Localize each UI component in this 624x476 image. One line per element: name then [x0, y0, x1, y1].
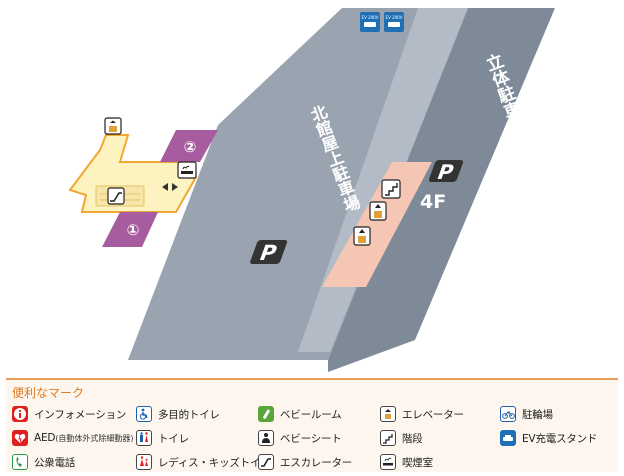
entrance-1-number: ① [127, 221, 140, 239]
legend-item-stairs: 階段 [380, 428, 423, 448]
escalator-icon [107, 187, 125, 205]
legend-title: 便利なマーク [12, 386, 85, 400]
stairs-icon [380, 430, 396, 446]
parking-badge-north: P [250, 240, 288, 266]
info-icon [12, 406, 28, 422]
smoking-room-icon [380, 454, 396, 470]
svg-text:EV 200V: EV 200V [386, 15, 403, 20]
multilevel-parking-area [328, 8, 555, 372]
entrance-door-arrow [172, 183, 178, 191]
legend-item-ladies-kids-toilet: レディス・キッズトイレ [136, 452, 271, 472]
escalator-icon [258, 454, 274, 470]
entrance-2-number: ② [184, 138, 197, 156]
legend-item-elevator: エレベーター [380, 404, 464, 424]
svg-text:EV 200V: EV 200V [362, 15, 379, 20]
elevator-stairs-zone [322, 162, 432, 287]
baby-seat-icon [258, 430, 274, 446]
elevator-icon [380, 406, 396, 422]
legend-item-baby-seat: ベビーシート [258, 428, 342, 448]
accessible-toilet-icon [136, 406, 152, 422]
toilet-icon [136, 430, 152, 446]
legend-item-bicycle-parking: 駐輪場 [500, 404, 553, 424]
elevator-icon [353, 226, 371, 246]
legend-item-accessible-toilet: 多目的トイレ [136, 404, 220, 424]
baby-room-icon [258, 406, 274, 422]
phone-icon [12, 454, 28, 470]
north-rooftop-parking-area [128, 8, 468, 360]
floor-label: 4F [420, 191, 446, 213]
legend-item-information: インフォメーション [12, 404, 126, 424]
smoking-room-icon [177, 161, 197, 179]
floor-map: ② ① EV 200V EV 2 [68, 8, 555, 372]
bicycle-parking-icon [500, 406, 516, 422]
entrance-1-block [102, 212, 158, 247]
legend-item-escalator: エスカレーター [258, 452, 352, 472]
ev-charging-icon: EV 200V [384, 12, 404, 32]
entrance-2-block [160, 130, 218, 162]
legend-item-toilet: トイレ [136, 428, 189, 448]
legend-item-baby-room: ベビールーム [258, 404, 342, 424]
ladies-kids-toilet-icon [136, 454, 152, 470]
elevator-icon [369, 201, 387, 221]
aed-icon [12, 430, 28, 446]
elevator-icon [104, 117, 122, 135]
ev-charging-icon: EV 200V [360, 12, 380, 32]
legend-item-aed: AED (自動体外式除細動器) [12, 428, 134, 448]
legend: 便利なマーク インフォメーション AED (自動体外式除細動器) 公衆電話 多目… [6, 378, 618, 472]
stairs-icon [381, 179, 401, 199]
ev-charging-icon [500, 430, 516, 446]
entrance-door-arrow [162, 183, 168, 191]
parking-badge-multilevel: P [428, 160, 464, 184]
legend-item-ev-charging: EV充電スタンド [500, 428, 597, 448]
legend-item-smoking-room: 喫煙室 [380, 452, 433, 472]
legend-item-phone: 公衆電話 [12, 452, 75, 472]
